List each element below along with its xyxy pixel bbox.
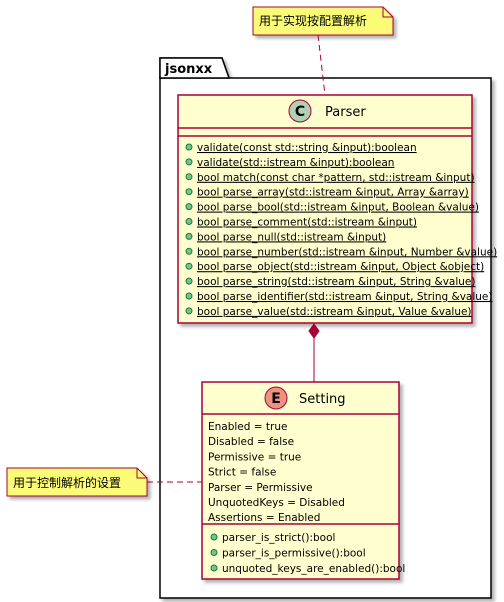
parser-method: bool parse_null(std::istream &input) [197,231,386,243]
public-method-dot-icon [185,203,193,211]
parser-class-name: Parser [325,105,366,120]
public-method-dot-icon [185,173,193,181]
public-method-dot-icon [185,143,193,151]
public-method-dot-icon [210,533,218,541]
public-method-dot-icon [210,564,218,572]
parser-method: bool parse_number(std::istream &input, N… [197,246,497,258]
setting-field: Permissive = true [208,451,301,463]
setting-field: Parser = Permissive [208,482,313,494]
enum-e-badge-icon [264,386,288,410]
setting-note: 用于控制解析的设置 [6,467,148,497]
class-c-badge-icon [288,99,312,123]
parser-method: bool parse_comment(std::istream &input) [197,217,417,229]
package-name: jsonxx [164,62,213,77]
enum-badge-letter: E [271,391,281,407]
public-method-dot-icon [185,218,193,225]
parser-method: bool parse_identifier(std::istream &inpu… [197,291,492,303]
public-method-dot-icon [185,277,193,285]
setting-field: Assertions = Enabled [208,512,320,524]
parser-method: bool parse_value(std::istream &input, Va… [197,306,472,318]
parser-method: validate(std::istream &input):boolean [197,157,394,169]
public-method-dot-icon [185,307,193,315]
parser-method: bool parse_string(std::istream &input, S… [197,276,476,288]
parser-note-connector [317,34,326,96]
composition-link [308,323,320,382]
setting-field: Enabled = true [208,421,287,433]
parser-method: bool parse_object(std::istream &input, O… [197,261,484,273]
public-method-dot-icon [185,232,193,240]
setting-note-text: 用于控制解析的设置 [13,475,121,490]
parser-class[interactable]: C Parser validate(const std::string &inp… [177,94,497,324]
public-method-dot-icon [185,158,193,166]
parser-method: validate(const std::string &input):boole… [197,142,417,154]
public-method-dot-icon [210,549,218,556]
setting-method: parser_is_strict():bool [222,532,335,544]
setting-enum-name: Setting [299,392,346,407]
parser-method: bool parse_bool(std::istream &input, Boo… [197,202,479,214]
setting-field: UnquotedKeys = Disabled [208,497,345,509]
setting-methods-list: parser_is_strict():bool parser_is_permiss… [210,532,405,575]
public-method-dot-icon [185,292,193,300]
setting-method: unquoted_keys_are_enabled():bool [222,563,405,575]
parser-methods-list: validate(const std::string &input):boole… [185,142,497,318]
public-method-dot-icon [185,188,193,196]
parser-note: 用于实现按配置解析 [252,6,394,36]
setting-method: parser_is_permissive():bool [222,548,366,560]
public-method-dot-icon [185,262,193,270]
public-method-dot-icon [185,247,193,255]
parser-method: bool parse_array(std::istream &input, Ar… [197,187,469,199]
class-badge-letter: C [295,104,305,120]
setting-field: Disabled = false [208,436,294,448]
parser-note-text: 用于实现按配置解析 [259,13,367,28]
setting-field: Strict = false [208,467,276,479]
parser-method: bool match(const char *pattern, std::ist… [197,172,475,184]
